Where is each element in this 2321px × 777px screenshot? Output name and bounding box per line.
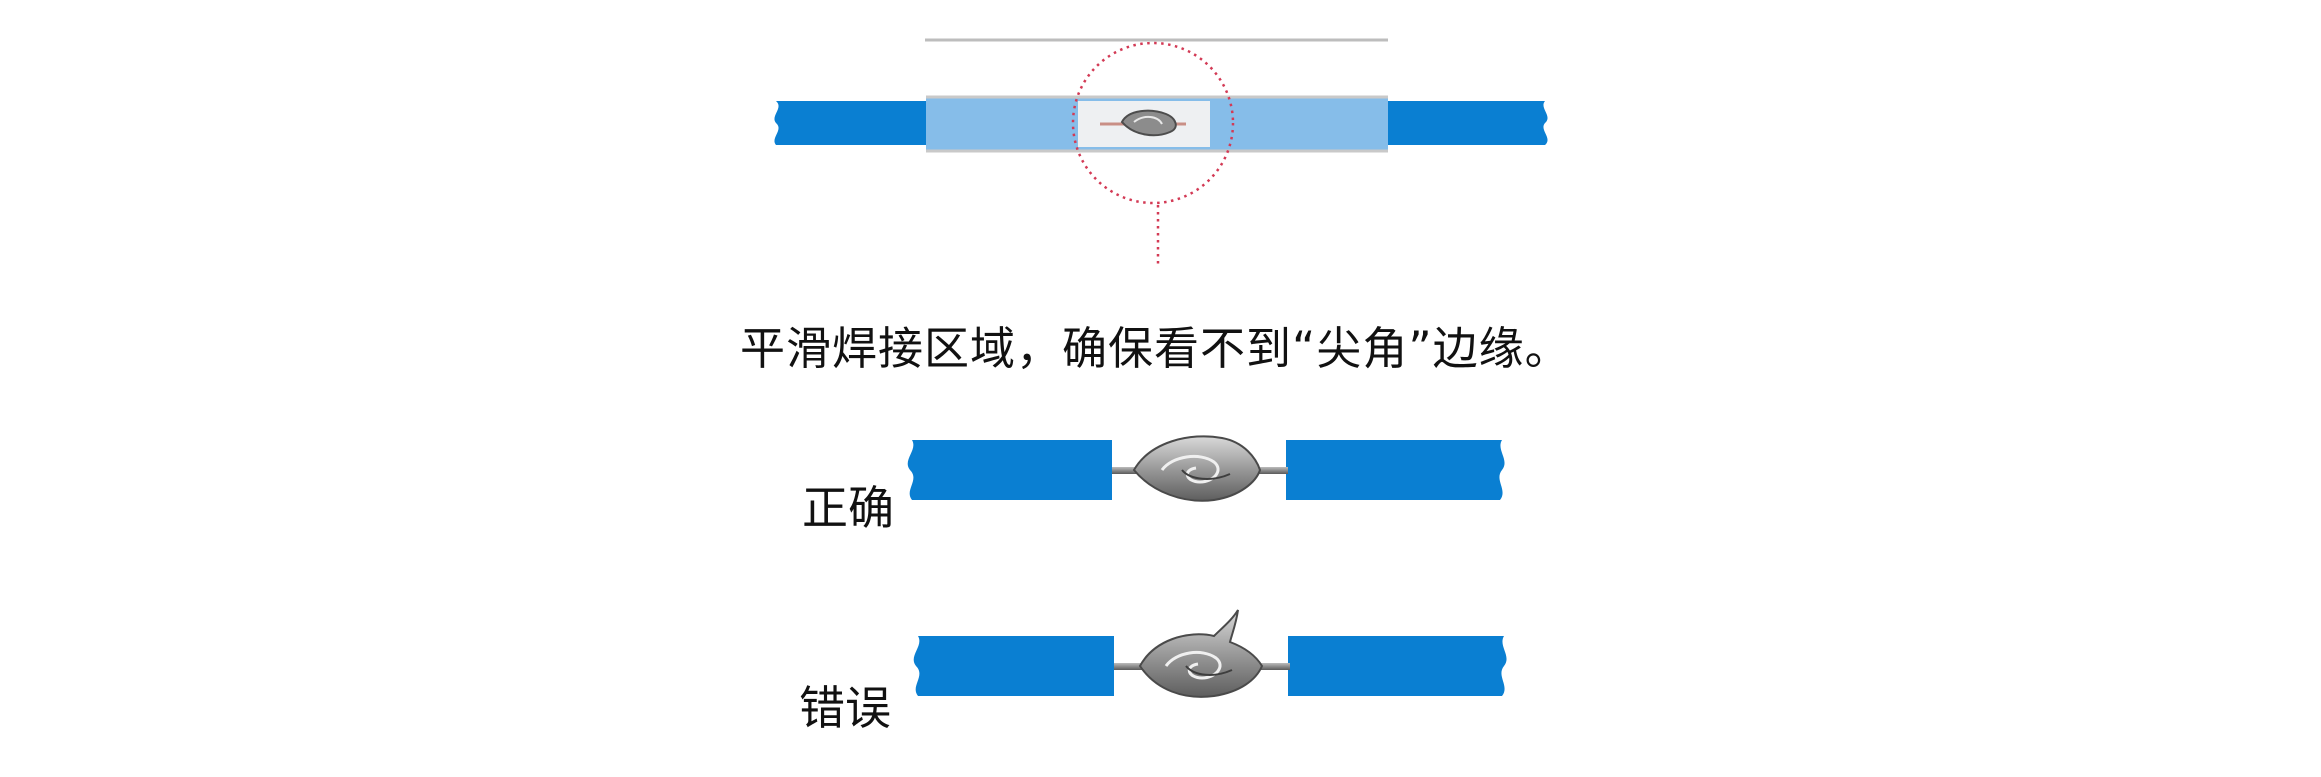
wrong-left-cable [913,636,1114,696]
top-right-cable [1386,101,1548,145]
correct-solder-joint-icon [1132,435,1262,502]
small-joint-icon [1100,109,1186,137]
wrong-label: 错误 [799,681,891,735]
correct-example [907,435,1505,502]
wrong-example [913,609,1507,698]
zoom-marker-circle [1071,41,1235,205]
top-illustration [774,38,1548,265]
wrong-right-cable [1288,636,1507,696]
correct-label: 正确 [802,481,894,535]
top-left-cable [774,101,926,145]
correct-left-cable [907,440,1112,500]
correct-right-cable [1286,440,1505,500]
instruction-caption: 平滑焊接区域，确保看不到“尖角”边缘。 [740,322,1571,375]
